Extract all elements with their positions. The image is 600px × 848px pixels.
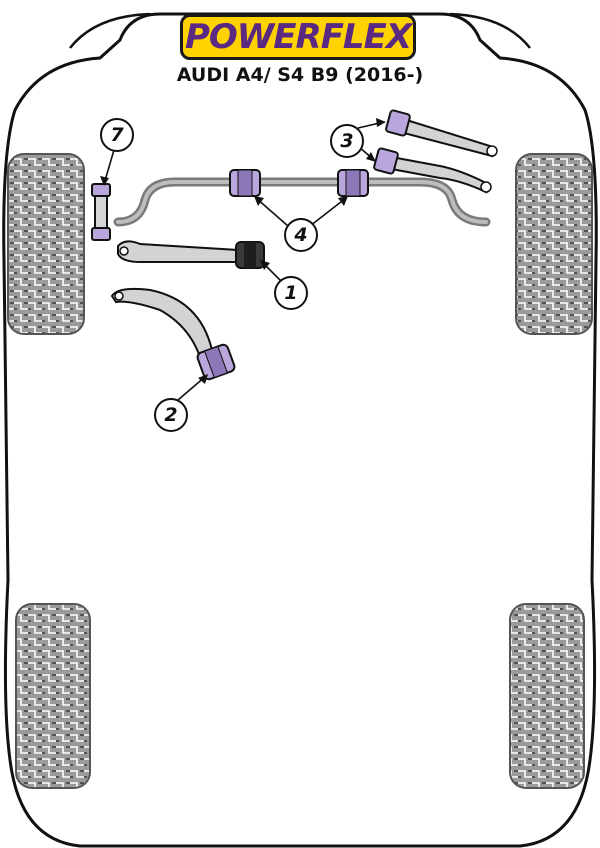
front-left-tyre	[7, 153, 85, 335]
bonnet-line	[69, 12, 531, 49]
callout-arrowheads	[100, 118, 386, 384]
anti-roll-bar-bush-left	[229, 169, 261, 197]
callout-3: 3	[330, 124, 364, 158]
powerflex-logo: POWERFLEX	[180, 14, 416, 60]
drop-link	[91, 183, 111, 241]
callout-1: 1	[274, 276, 308, 310]
upper-arm-rear	[373, 147, 492, 194]
logo-text: POWERFLEX	[184, 17, 412, 57]
anti-roll-bar-bush-right	[337, 169, 369, 197]
rear-right-tyre	[509, 603, 585, 789]
lower-arm	[117, 240, 265, 269]
callout-4: 4	[284, 218, 318, 252]
callout-2: 2	[154, 398, 188, 432]
callout-7: 7	[100, 118, 134, 152]
rear-left-tyre	[15, 603, 91, 789]
model-title: AUDI A4/ S4 B9 (2016-)	[176, 64, 424, 86]
front-right-tyre	[515, 153, 593, 335]
curved-wishbone	[110, 287, 236, 381]
car-body-outline	[2, 12, 598, 848]
upper-arm-front	[385, 109, 498, 158]
